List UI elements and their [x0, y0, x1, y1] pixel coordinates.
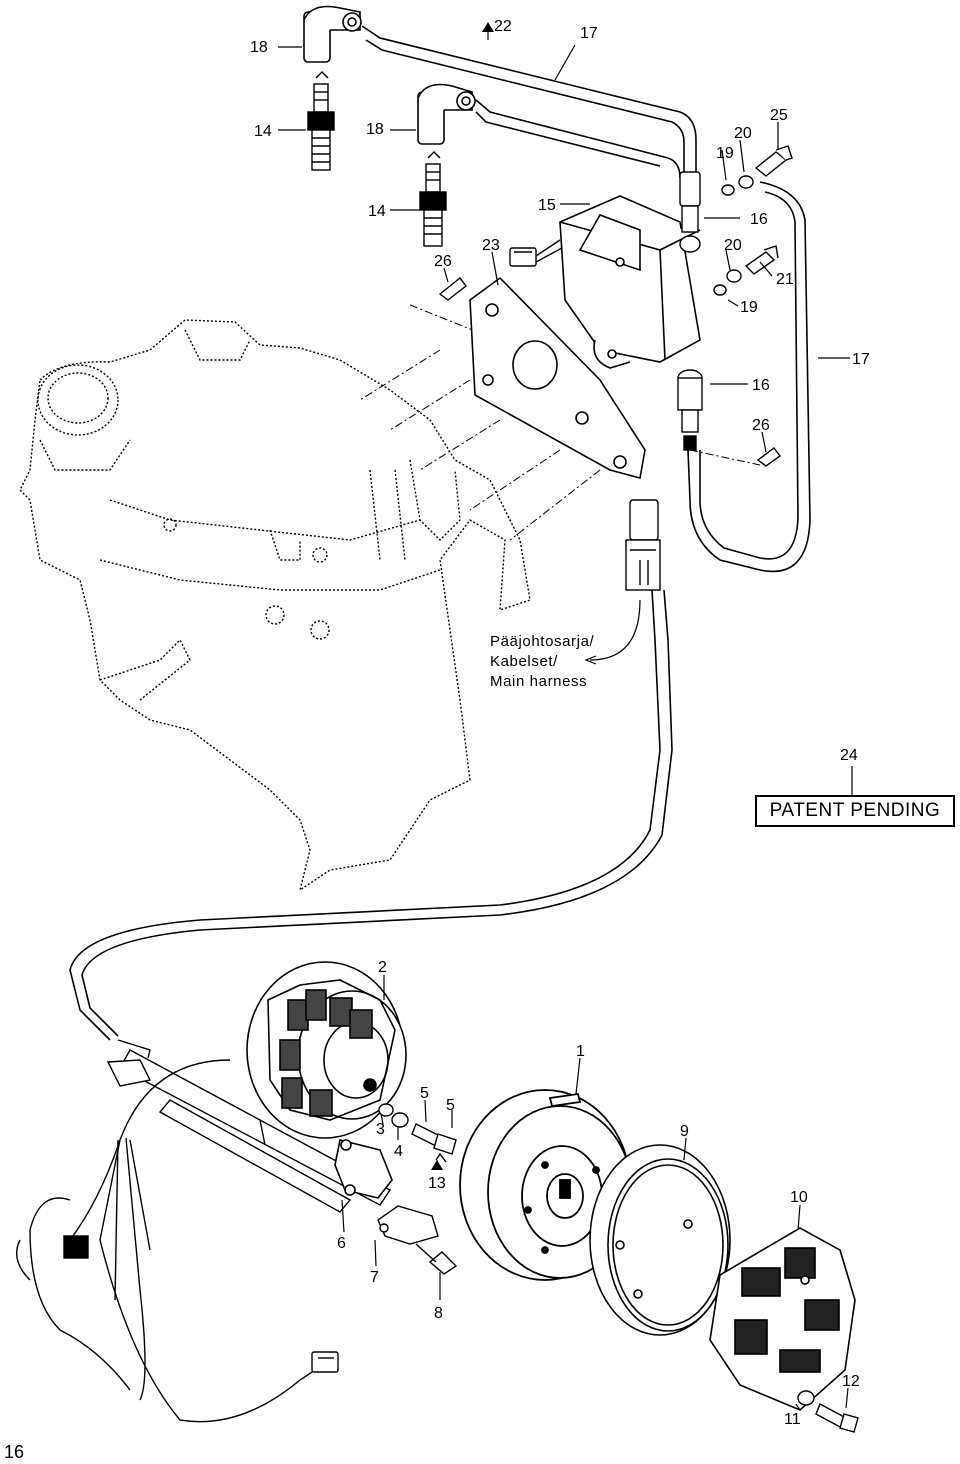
- callout-10: 10: [790, 1189, 808, 1206]
- callout-16-upper: 16: [750, 211, 768, 228]
- main-harness-connector: [625, 499, 661, 591]
- callout-13: 13: [428, 1175, 446, 1192]
- spark-plug-cap-upper: [303, 5, 362, 63]
- callout-9: 9: [680, 1123, 689, 1140]
- callout-7: 7: [370, 1269, 379, 1286]
- callout-25: 25: [770, 107, 788, 124]
- arrow-markers: [431, 22, 494, 1170]
- lead-terminal-upper: [679, 171, 701, 253]
- hardware-screws-washers: [438, 145, 793, 467]
- callout-23: 23: [482, 237, 500, 254]
- cover-bolt: [797, 1390, 859, 1433]
- lead-terminal-lower: [677, 369, 703, 451]
- callout-2: 2: [378, 959, 387, 976]
- callout-19-upper: 19: [716, 145, 734, 162]
- callout-26-lower: 26: [752, 417, 770, 434]
- coil-bracket: [469, 276, 646, 479]
- callout-20-lower: 20: [724, 237, 742, 254]
- engine-housing-outline: [19, 319, 531, 892]
- callout-20-upper: 20: [734, 125, 752, 142]
- callout-4: 4: [394, 1143, 403, 1160]
- recoil-cover: [709, 1227, 856, 1411]
- callout-11: 11: [784, 1411, 801, 1428]
- stator-bolts: [378, 1103, 458, 1275]
- spark-plug-cap-lower: [417, 83, 476, 145]
- callout-26-upper: 26: [434, 253, 452, 270]
- harness-label-line2: Kabelset/: [490, 653, 558, 670]
- alignment-lines: [359, 304, 761, 541]
- callout-22: 22: [494, 18, 512, 35]
- callout-17-upper: 17: [580, 25, 598, 42]
- page-number: 16: [4, 1442, 25, 1462]
- callout-1: 1: [576, 1043, 585, 1060]
- callout-24: 24: [840, 747, 858, 764]
- spark-plug-lower: [419, 151, 447, 247]
- callout-5-left: 5: [420, 1085, 429, 1102]
- callout-8: 8: [434, 1305, 443, 1322]
- patent-pending-text: PATENT PENDING: [769, 800, 941, 821]
- callout-19-lower: 19: [740, 299, 758, 316]
- harness-arrow: [584, 599, 641, 665]
- stator-wire: [69, 589, 673, 1041]
- ignition-coil: [559, 195, 701, 369]
- spark-plug-upper: [307, 71, 335, 171]
- harness-label-line3: Main harness: [490, 673, 587, 690]
- starter-cup: [589, 1144, 731, 1336]
- harness-label-line1: Pääjohtosarja/: [490, 633, 595, 650]
- coil-connector: [509, 239, 563, 267]
- patent-pending-box: PATENT PENDING: [755, 795, 955, 827]
- callout-16-lower: 16: [752, 377, 770, 394]
- wire-connectors: [63, 1235, 339, 1373]
- callout-14-lower: 14: [368, 203, 386, 220]
- callout-6: 6: [337, 1235, 346, 1252]
- trigger-coil: [334, 1139, 393, 1199]
- callout-21: 21: [776, 271, 794, 288]
- stator-wires-bundle: [16, 1059, 331, 1423]
- callout-14-upper: 14: [254, 123, 272, 140]
- callout-18-upper: 18: [250, 39, 268, 56]
- high-tension-lead: [361, 25, 811, 573]
- callout-12: 12: [842, 1373, 860, 1390]
- callout-17-right: 17: [852, 351, 870, 368]
- callout-3: 3: [376, 1121, 385, 1138]
- callout-labels: 18 14 18 14 22 17 15 26 23 19 20 25 16 2…: [250, 18, 870, 1428]
- callout-5-right: 5: [446, 1097, 455, 1114]
- main-harness-label: Pääjohtosarja/ Kabelset/ Main harness: [490, 633, 595, 690]
- stator-connector: [106, 1039, 152, 1087]
- callout-18-lower: 18: [366, 121, 384, 138]
- trigger-clip: [377, 1205, 439, 1245]
- stator: [246, 961, 407, 1139]
- callout-15: 15: [538, 197, 556, 214]
